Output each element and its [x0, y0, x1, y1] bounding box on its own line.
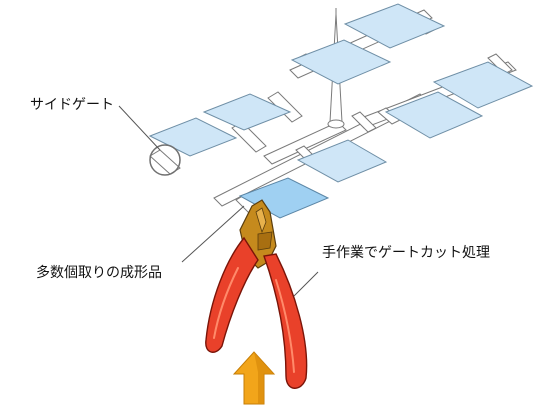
molded-parts-leader	[181, 205, 245, 263]
molded-parts-label: 多数個取りの成形品	[36, 265, 162, 281]
nipper-pliers-icon	[205, 199, 308, 389]
manual-gate-cut-label: 手作業でゲートカット処理	[322, 245, 490, 261]
side-gate-leader	[118, 105, 161, 151]
arrow-up-icon	[232, 351, 276, 405]
side-gate-circle	[149, 144, 181, 176]
gate-cut-leader	[293, 271, 319, 297]
side-gate-label: サイドゲート	[30, 97, 114, 113]
